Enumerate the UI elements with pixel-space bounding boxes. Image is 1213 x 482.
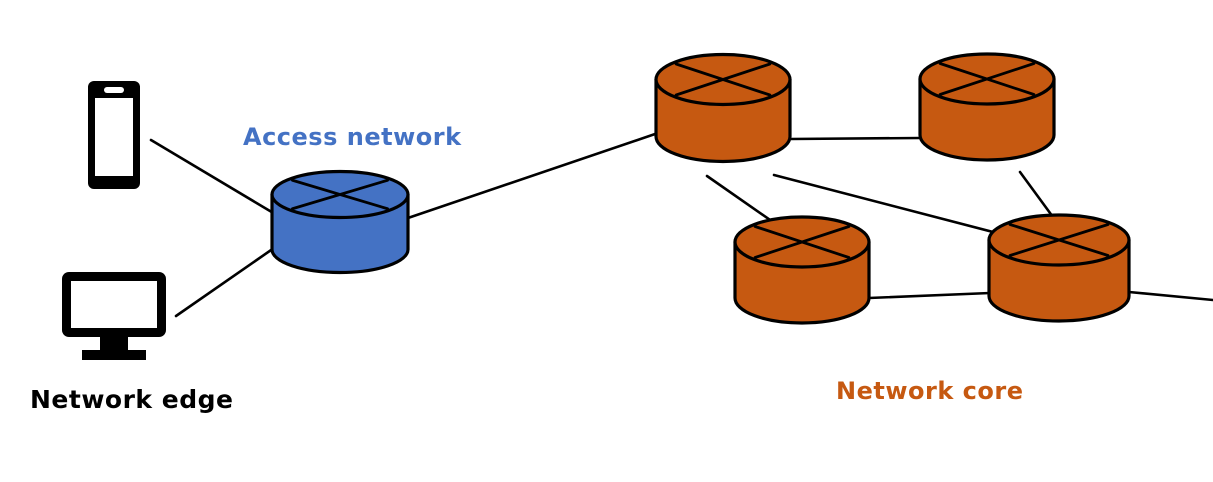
router-cross-stroke-2 xyxy=(753,225,851,259)
smartphone-speaker xyxy=(104,87,124,93)
link-access-core1 xyxy=(403,131,660,221)
monitor-base xyxy=(82,350,146,360)
router-cross-stroke-2 xyxy=(1008,223,1110,257)
monitor-stand xyxy=(100,337,128,350)
link-monitor-access xyxy=(174,246,276,318)
link-core3-core4 xyxy=(867,291,992,300)
devices-layer xyxy=(62,81,166,360)
monitor-screen xyxy=(71,281,157,328)
router-cross-stroke-2 xyxy=(674,62,772,97)
smartphone-screen xyxy=(95,98,133,176)
device-smartphone[interactable] xyxy=(88,81,140,189)
link-phone-access xyxy=(149,138,277,216)
router-cross-stroke-2 xyxy=(938,62,1036,96)
label-network-edge: Network edge xyxy=(30,385,233,414)
link-core1-core2 xyxy=(788,136,923,141)
router-core-router-1[interactable] xyxy=(654,52,792,164)
label-access-network: Access network xyxy=(243,123,462,151)
router-cross-stroke-2 xyxy=(290,178,390,211)
router-core-router-4[interactable] xyxy=(987,213,1131,323)
link-core4-external xyxy=(1127,290,1213,302)
router-core-router-2[interactable] xyxy=(918,52,1056,162)
label-network-core: Network core xyxy=(836,377,1023,405)
router-core-router-3[interactable] xyxy=(733,215,871,325)
routers-layer xyxy=(270,52,1131,325)
router-access-router[interactable] xyxy=(270,169,410,275)
device-desktop-monitor[interactable] xyxy=(62,272,166,360)
